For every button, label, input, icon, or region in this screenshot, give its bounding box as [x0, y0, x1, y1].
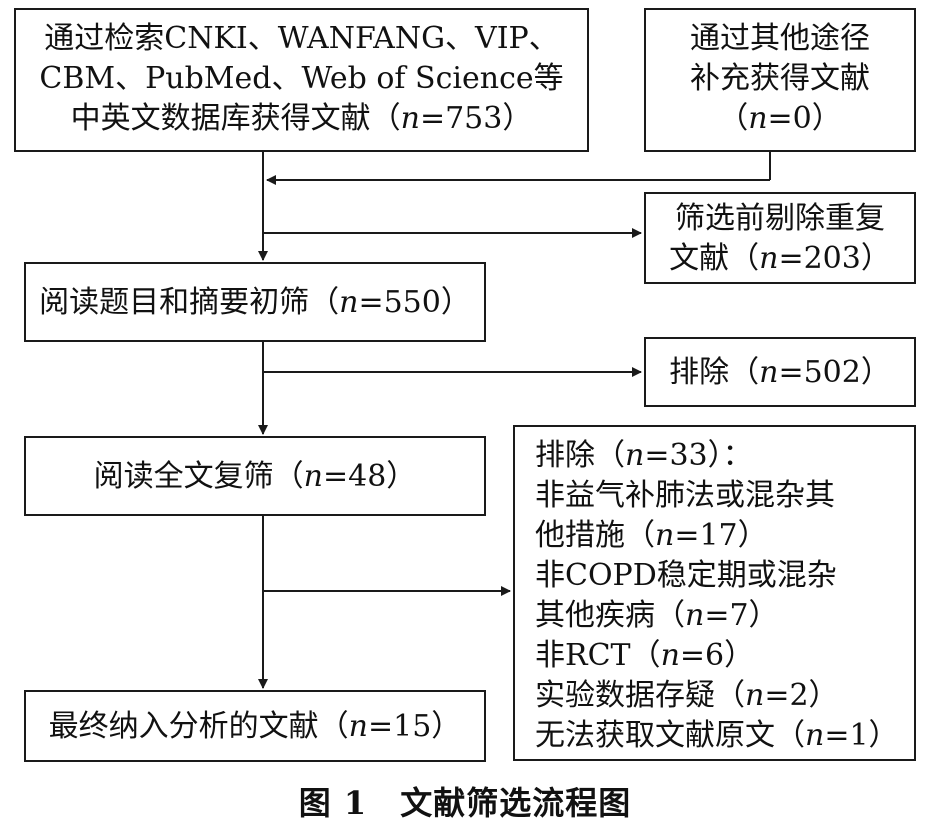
search-line-1: 通过检索CNKI、WANFANG、VIP、 [44, 21, 559, 56]
exclude-1-text: 排除（n=502） [669, 355, 891, 390]
other-line-2: 补充获得文献 [690, 61, 870, 96]
title-abstract-screen-box: 阅读题目和摘要初筛（n=550） [24, 262, 486, 342]
search-sources-box: 通过检索CNKI、WANFANG、VIP、 CBM、PubMed、Web of … [14, 8, 589, 152]
exclude-box-1: 排除（n=502） [644, 337, 916, 407]
exclude-2-line-6: 非RCT（n=6） [535, 638, 755, 673]
final-included-box: 最终纳入分析的文献（n=15） [24, 690, 486, 762]
exclude-2-line-8: 无法获取文献原文（n=1） [535, 718, 899, 753]
fulltext-screen-text: 阅读全文复筛（n=48） [93, 459, 417, 494]
figure-caption: 图 1 文献筛选流程图 [298, 784, 632, 822]
final-included-text: 最终纳入分析的文献（n=15） [48, 709, 462, 744]
other-sources-box: 通过其他途径 补充获得文献 （n=0） [644, 8, 916, 152]
exclude-2-line-3: 他措施（n=17） [535, 518, 768, 553]
other-line-1: 通过其他途径 [690, 21, 870, 56]
exclude-2-line-4: 非COPD稳定期或混杂 [535, 558, 837, 593]
exclude-2-line-7: 实验数据存疑（n=2） [535, 678, 839, 713]
exclude-2-line-5: 其他疾病（n=7） [535, 598, 779, 633]
other-line-3: （n=0） [718, 101, 842, 136]
exclude-box-2: 排除（n=33）： 非益气补肺法或混杂其 他措施（n=17） 非COPD稳定期或… [513, 425, 916, 761]
search-line-2: CBM、PubMed、Web of Science等 [39, 61, 564, 96]
exclude-2-line-2: 非益气补肺法或混杂其 [535, 478, 835, 513]
search-line-3: 中英文数据库获得文献（n=753） [70, 101, 533, 136]
fulltext-screen-box: 阅读全文复筛（n=48） [24, 436, 486, 516]
exclude-2-line-1: 排除（n=33）： [535, 438, 753, 473]
dup-line-1: 筛选前剔除重复 [675, 201, 885, 236]
duplicates-removed-box: 筛选前剔除重复 文献（n=203） [644, 192, 916, 284]
title-screen-text: 阅读题目和摘要初筛（n=550） [39, 285, 471, 320]
dup-line-2: 文献（n=203） [669, 241, 891, 276]
